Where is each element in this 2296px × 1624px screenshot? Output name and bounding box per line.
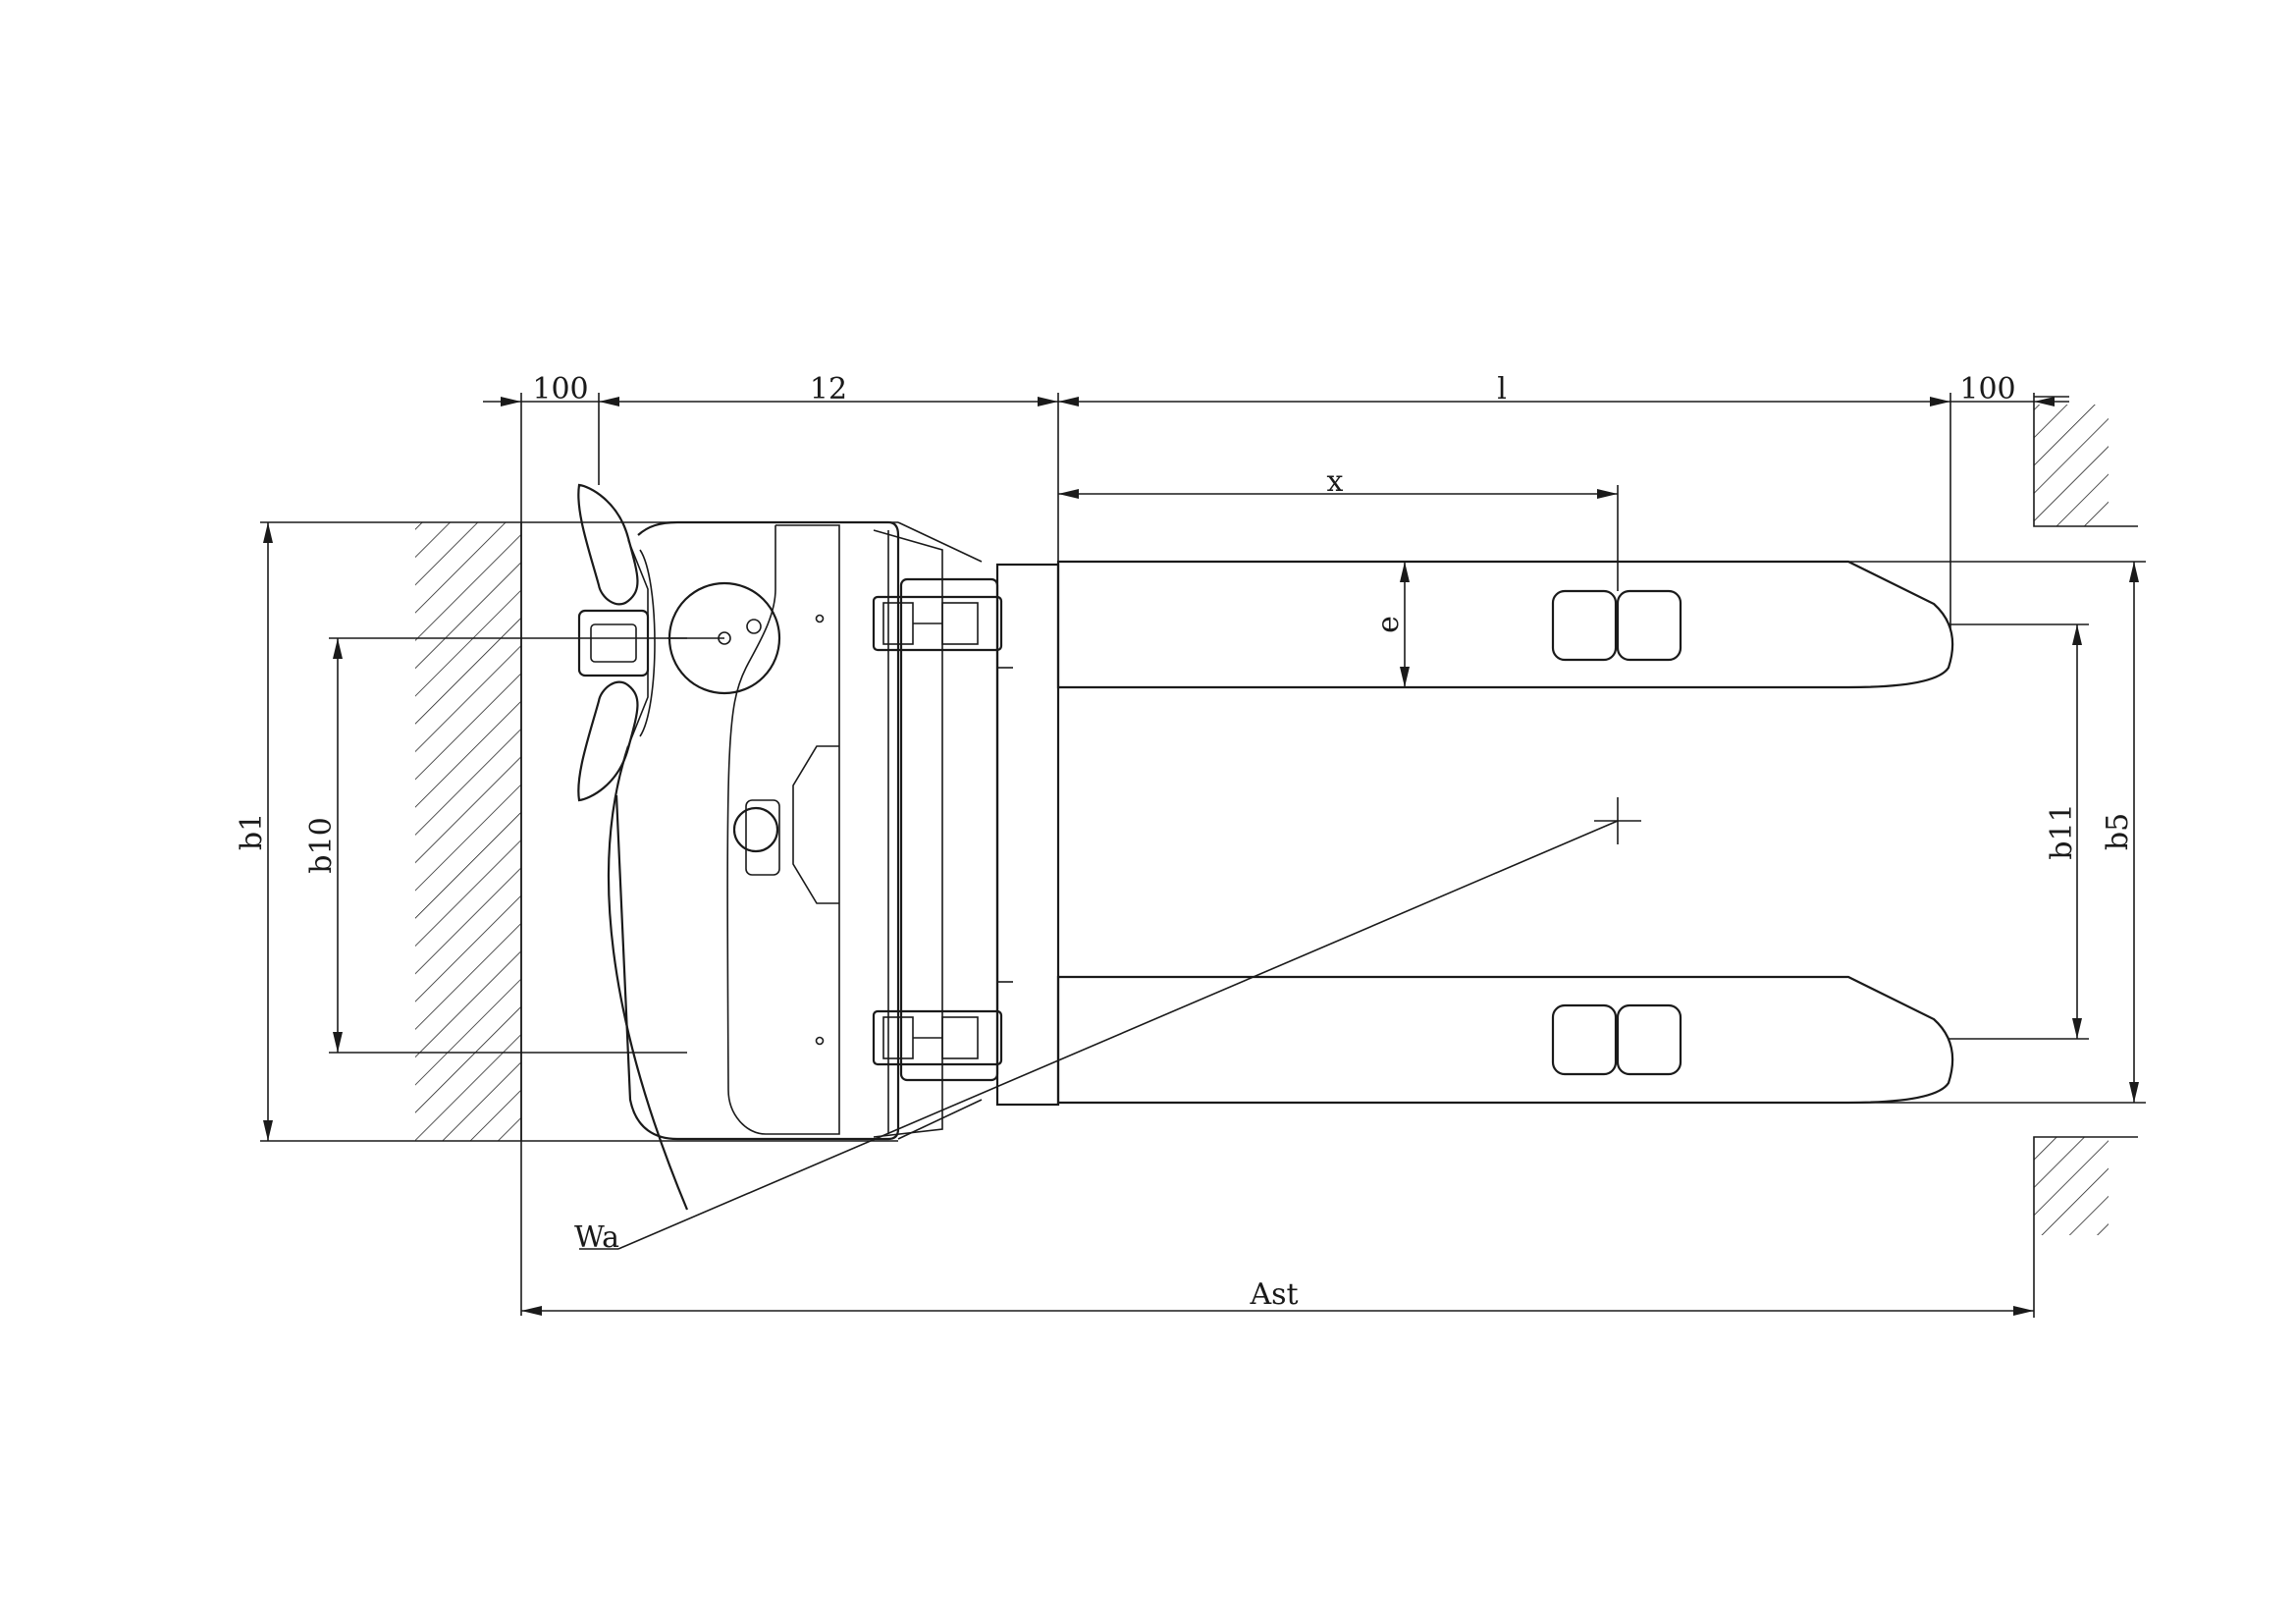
load-roller-bottom [1551, 1003, 1682, 1076]
caster-bottom [872, 1009, 1003, 1066]
key-switch [732, 799, 780, 876]
forks [1056, 560, 1954, 1105]
label-b10: b10 [304, 817, 339, 873]
pallet-truck-top-view [577, 483, 1060, 1211]
dimension-b11 [1949, 623, 2089, 1040]
label-l: l [1497, 372, 1507, 406]
label-b5: b5 [2101, 813, 2135, 850]
label-l2: 12 [810, 372, 847, 406]
dimension-e [1400, 562, 1410, 687]
fork-top [1056, 560, 1954, 689]
tiller-handle [577, 483, 656, 802]
label-wa: Wa [574, 1220, 619, 1255]
fork-bottom [1056, 975, 1954, 1105]
caster-top [872, 595, 1003, 652]
chassis-outline [614, 520, 900, 1141]
label-e: e [1371, 616, 1406, 633]
dimension-b5 [1848, 561, 2146, 1104]
wa-radius-line [617, 820, 1619, 1250]
tiller-arm-arc [607, 745, 689, 1211]
label-b1: b1 [235, 813, 269, 850]
load-frame [899, 577, 999, 1082]
label-ast: Ast [1249, 1277, 1298, 1312]
dimension-x [1058, 485, 1619, 591]
dimension-ast [521, 1235, 2035, 1318]
fork-heel-plate [995, 563, 1060, 1107]
dimension-b1 [260, 521, 898, 1142]
aisle-wall-right-bottom [2033, 1136, 2138, 1235]
dimension-b10 [329, 637, 724, 1054]
aisle-wall-left [415, 522, 522, 1141]
load-roller-top [1551, 589, 1682, 662]
label-x: x [1327, 464, 1344, 499]
label-clearance-left: 100 [532, 372, 588, 406]
label-b11: b11 [2045, 803, 2079, 859]
aisle-wall-right-top [2033, 393, 2138, 527]
label-clearance-right: 100 [1959, 372, 2015, 406]
dimension-top-chain [483, 393, 2069, 1316]
